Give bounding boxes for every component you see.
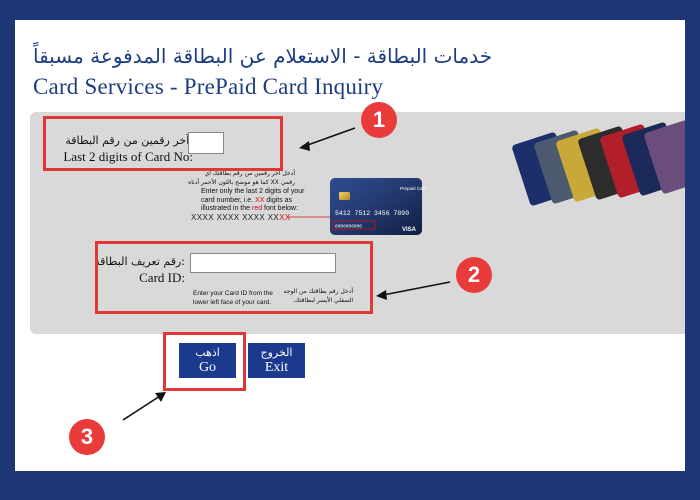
sample-card-id: 0000000000 <box>335 224 362 230</box>
card-chip-icon <box>339 192 350 200</box>
step3-arrow-head <box>155 392 166 402</box>
step3-badge: 3 <box>69 419 105 455</box>
step1-arrow <box>305 128 355 146</box>
step2-arrow-head <box>376 290 387 300</box>
step2-highlight <box>95 241 373 314</box>
exit-button[interactable]: الخروج Exit <box>248 343 305 378</box>
step1-badge: 1 <box>361 102 397 138</box>
step1-arrow-head <box>299 141 310 151</box>
step2-arrow <box>383 282 450 295</box>
sample-card-brand: Prepaid Card <box>400 186 427 191</box>
exit-button-label: Exit <box>248 360 305 376</box>
step1-highlight <box>43 116 283 171</box>
exit-button-label-arabic: الخروج <box>248 343 305 360</box>
step3-arrow <box>123 396 160 420</box>
step3-highlight <box>163 332 246 391</box>
step2-badge: 2 <box>456 257 492 293</box>
visa-logo: VISA <box>402 227 417 233</box>
card-fan-illustration <box>511 119 685 206</box>
sample-card-number: 5412 7512 3456 7890 <box>335 210 409 217</box>
page: خدمات البطاقة - الاستعلام عن البطاقة الم… <box>15 20 685 471</box>
